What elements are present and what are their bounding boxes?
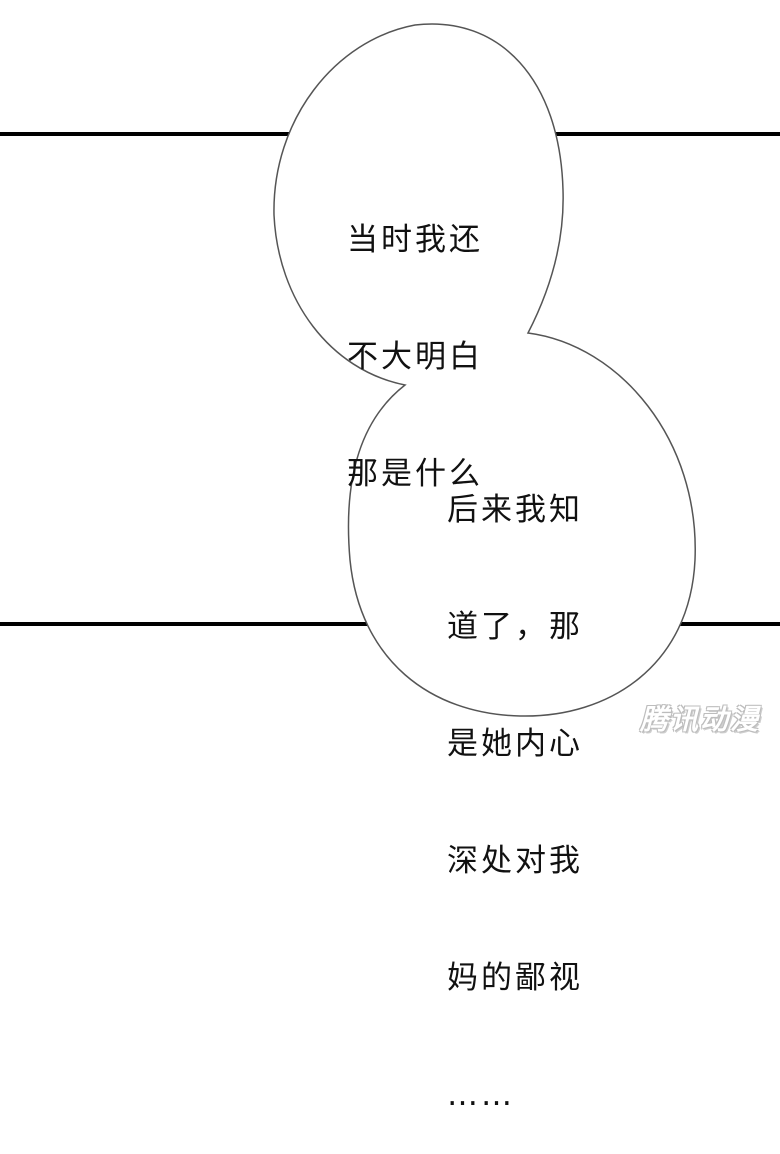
dialogue-line: 深处对我: [447, 843, 583, 879]
watermark-logo: 腾讯动漫: [639, 703, 760, 736]
speech-bubbles: [273, 23, 696, 717]
dialogue-line: ……: [447, 1077, 515, 1113]
speech-bubble-outline: [273, 23, 696, 717]
dialogue-line: 当时我还: [347, 222, 483, 258]
dialogue-line: 是她内心: [447, 726, 583, 762]
dialogue-line: 道了，那: [447, 609, 583, 645]
dialogue-line: 那是什么: [347, 456, 483, 492]
speech-bubble-1-text: 当时我还 不大明白 那是什么: [347, 143, 483, 533]
dialogue-line: 妈的鄙视: [447, 960, 583, 996]
dialogue-line: 不大明白: [347, 339, 483, 375]
speech-bubble-2-text: 后来我知 道了，那 是她内心 深处对我 妈的鄙视 ……: [447, 413, 583, 1154]
dialogue-line: 后来我知: [447, 492, 583, 528]
